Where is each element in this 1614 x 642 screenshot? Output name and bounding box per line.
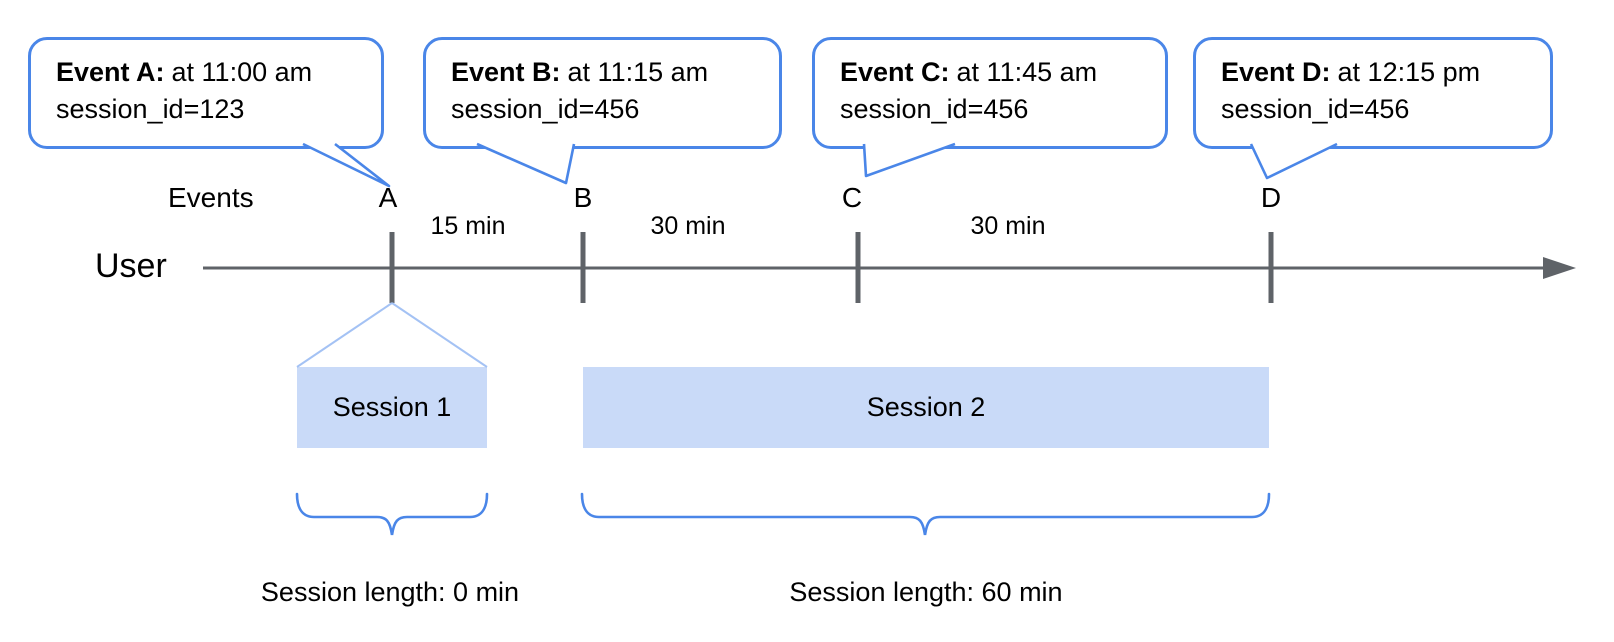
event-d-session-id: session_id=456 [1221,94,1410,124]
callout-event-a: Event A:at 11:00 am session_id=123 [28,37,384,149]
session2-bar: Session 2 [583,367,1269,448]
event-a-time: at 11:00 am [171,57,313,87]
event-a-label: Event A: [56,57,165,87]
event-d-time: at 12:15 pm [1337,57,1481,87]
callout-tail-b [476,142,576,185]
event-b-session-id: session_id=456 [451,94,640,124]
session1-brace [295,492,489,536]
timeline-arrow-icon [1543,257,1576,279]
event-d-label: Event D: [1221,57,1331,87]
event-marker-a: A [378,182,398,213]
callout-event-b: Event B:at 11:15 am session_id=456 [423,37,782,149]
session1-bar: Session 1 [297,367,487,448]
callout-line-1: Event D:at 12:15 pm [1221,54,1550,91]
event-marker-c: C [841,182,863,213]
event-marker-b: B [573,182,593,213]
event-b-label: Event B: [451,57,561,87]
event-b-time: at 11:15 am [567,57,709,87]
callout-line-1: Event C:at 11:45 am [840,54,1165,91]
events-axis-label: Events [168,182,254,213]
event-c-label: Event C: [840,57,950,87]
session1-label: Session 1 [332,392,452,422]
session1-projection-line-left [296,302,393,368]
session2-length-label: Session length: 60 min [789,577,1063,607]
event-a-session-id: session_id=123 [56,94,245,124]
callout-tail-d [1249,142,1338,180]
callout-line-1: Event B:at 11:15 am [451,54,779,91]
event-c-time: at 11:45 am [956,57,1098,87]
callout-tail-a [302,142,391,188]
session1-length-label: Session length: 0 min [260,577,520,607]
event-marker-d: D [1260,182,1282,213]
interval-c-d: 30 min [970,212,1046,240]
event-c-session-id: session_id=456 [840,94,1029,124]
callout-event-d: Event D:at 12:15 pm session_id=456 [1193,37,1553,149]
interval-b-c: 30 min [650,212,726,240]
callout-line-1: Event A:at 11:00 am [56,54,381,91]
callout-event-c: Event C:at 11:45 am session_id=456 [812,37,1168,149]
user-lane-label: User [95,247,167,285]
session2-label: Session 2 [866,392,986,422]
interval-a-b: 15 min [430,212,506,240]
session2-brace [580,492,1271,536]
session1-projection-line-right [391,302,488,368]
